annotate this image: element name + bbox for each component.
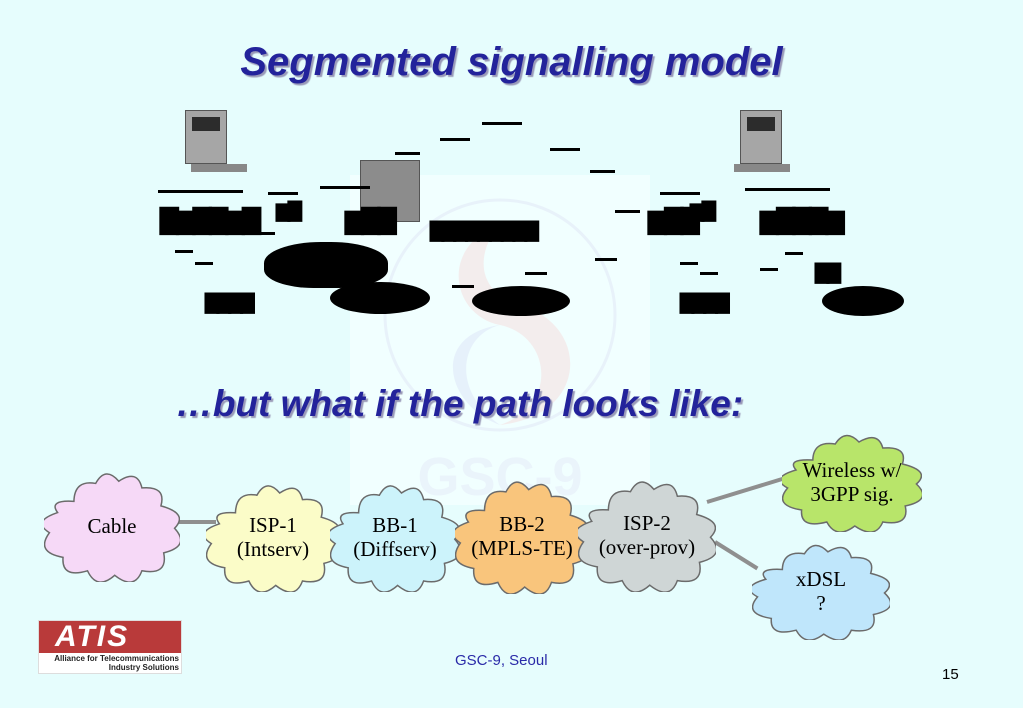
left-node-glyph-2: ▆▇ <box>276 198 302 221</box>
left-node-glyph: ▇▆▇▇▆▇ <box>160 205 261 235</box>
cloud-shape <box>455 481 589 594</box>
cloud-bb1: BB-1 (Diffserv) <box>330 482 460 592</box>
cloud-label-1: BB-1 <box>372 512 418 537</box>
cloud-shape <box>782 434 922 532</box>
center-node-glyph: ▇▇▇▇▇▇▇▇▇ <box>430 218 539 241</box>
cloud-label-2: (Diffserv) <box>353 537 437 561</box>
cloud-shape <box>206 485 340 592</box>
cloud-label-2: (Intserv) <box>236 537 310 561</box>
left-cloud-blob-2 <box>330 282 430 314</box>
cloud-isp2: ISP-2 (over-prov) <box>578 478 716 592</box>
atis-logo-text: ATIS <box>55 620 130 653</box>
cloud-label-1: BB-2 <box>499 511 545 536</box>
cloud-xdsl: xDSL ? <box>752 542 890 640</box>
atis-logo: ATIS Alliance for Telecommunications Ind… <box>38 620 182 674</box>
cloud-label-1: ISP-2 <box>623 510 671 535</box>
right-node-glyph: ▆▇▇ <box>648 205 699 235</box>
cloud-label-1: Wireless w/ <box>802 457 902 482</box>
left-cloud-blob <box>264 242 388 288</box>
cloud-wireless: Wireless w/ 3GPP sig. <box>782 432 922 532</box>
footer-event: GSC-9, Seoul <box>455 652 548 669</box>
cloud-label-2: ? <box>816 591 826 615</box>
cloud-shape <box>752 544 890 640</box>
atis-tagline-1: Alliance for Telecommunications <box>54 654 179 663</box>
left-node-glyph-3: ▆▇▇ <box>345 205 396 235</box>
right-node-glyph-3: ▆▇▇▇▆ <box>760 205 844 235</box>
slide-title: Segmented signalling model <box>240 40 783 84</box>
right-bottom-glyph: ▇▇▇▇ <box>680 290 729 313</box>
cloud-label-2: (over-prov) <box>598 535 696 559</box>
cloud-label-1: Cable <box>87 513 137 538</box>
right-node-glyph-4: ▇▇ <box>815 260 841 283</box>
right-cloud-blob <box>822 286 904 316</box>
cloud-cable: Cable <box>44 470 180 582</box>
cloud-bb2: BB-2 (MPLS-TE) <box>455 478 589 594</box>
subtitle: …but what if the path looks like: <box>175 383 744 424</box>
cloud-label-1: xDSL <box>795 566 847 591</box>
center-cloud-blob <box>472 286 570 316</box>
cloud-shape <box>330 485 460 592</box>
watermark-band <box>350 175 650 505</box>
cloud-label-2: (MPLS-TE) <box>471 536 573 560</box>
link-cable-isp1 <box>176 520 216 524</box>
cloud-shape <box>578 481 716 592</box>
cloud-isp1: ISP-1 (Intserv) <box>206 482 340 592</box>
right-node-glyph-2: ▆▇ <box>690 198 716 221</box>
link-isp2-wireless <box>706 474 792 504</box>
page-number: 15 <box>942 666 959 683</box>
cloud-shape <box>44 473 180 582</box>
watermark: GSC-9 <box>350 175 650 507</box>
signalling-model-diagram: ▇▆▇▇▆▇ ▆▇ ▆▇▇ ▇▇▇▇▇▇▇▇▇ ▆▇▇ ▆▇ ▆▇▇▇▆ ▇▇ … <box>158 110 904 316</box>
cloud-label-2: 3GPP sig. <box>810 482 894 506</box>
left-bottom-glyph: ▇▇▇▇ <box>205 290 254 313</box>
atis-tagline-2: Industry Solutions <box>108 663 179 672</box>
cloud-label-1: ISP-1 <box>249 512 297 537</box>
